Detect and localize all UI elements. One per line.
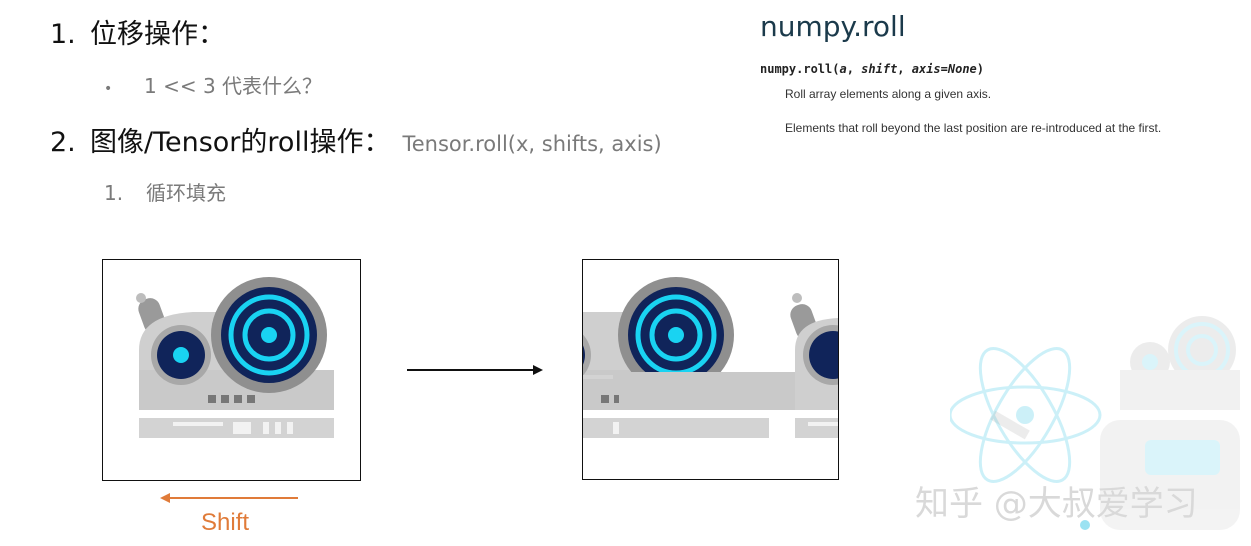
decorative-background-graphic — [950, 316, 1240, 530]
subitem-number: 1. — [104, 181, 124, 205]
robot-graphic-shifted — [583, 277, 838, 438]
item2-subitem: 1. 循环填充 — [104, 177, 226, 206]
item1-number: 1. — [50, 19, 76, 50]
item1-bullet: • 1 << 3 代表什么？ — [104, 70, 322, 99]
item2-heading: 2. 图像/Tensor的roll操作： Tensor.roll(x, shifts… — [50, 120, 662, 159]
robot-illustration — [136, 277, 334, 438]
robot-wrapped-piece — [790, 293, 838, 438]
sig-comma2: , — [897, 62, 912, 76]
item2-title: 图像/Tensor的roll操作： — [90, 127, 391, 158]
numpy-desc-line2: Elements that roll beyond the last posit… — [785, 121, 1162, 135]
item2-number: 2. — [50, 127, 76, 158]
shift-arrow-icon — [160, 493, 298, 503]
rolled-image-frame — [582, 259, 839, 480]
robot-graphic — [136, 277, 334, 438]
item2-inline-note: Tensor.roll(x, shifts, axis) — [402, 132, 662, 156]
numpy-signature: numpy.roll(a, shift, axis=None) — [760, 62, 984, 76]
subitem-text: 循环填充 — [146, 181, 226, 205]
numpy-desc-line1: Roll array elements along a given axis. — [785, 87, 992, 101]
shift-label: Shift — [201, 509, 250, 536]
right-arrow-icon — [407, 365, 543, 375]
bullet-text: 1 << 3 代表什么？ — [144, 74, 323, 98]
sig-name: numpy.roll( — [760, 62, 840, 76]
sig-param-a: a — [839, 62, 847, 76]
sig-close: ) — [976, 62, 985, 76]
sig-comma1: , — [846, 62, 862, 76]
original-image-frame — [102, 259, 361, 481]
item1-title: 位移操作： — [90, 19, 225, 50]
faded-robot-icon — [990, 316, 1240, 530]
rolled-robot-illustration — [583, 277, 838, 438]
item1-heading: 1. 位移操作： — [50, 12, 225, 51]
watermark-text: 知乎 @大叔爱学习 — [915, 484, 1198, 524]
numpy-doc-title: numpy.roll — [760, 10, 906, 43]
sig-param-axis: axis=None — [911, 62, 977, 76]
bullet-mark: • — [104, 81, 113, 97]
atom-icon — [950, 347, 1102, 483]
sig-param-shift: shift — [861, 62, 898, 76]
